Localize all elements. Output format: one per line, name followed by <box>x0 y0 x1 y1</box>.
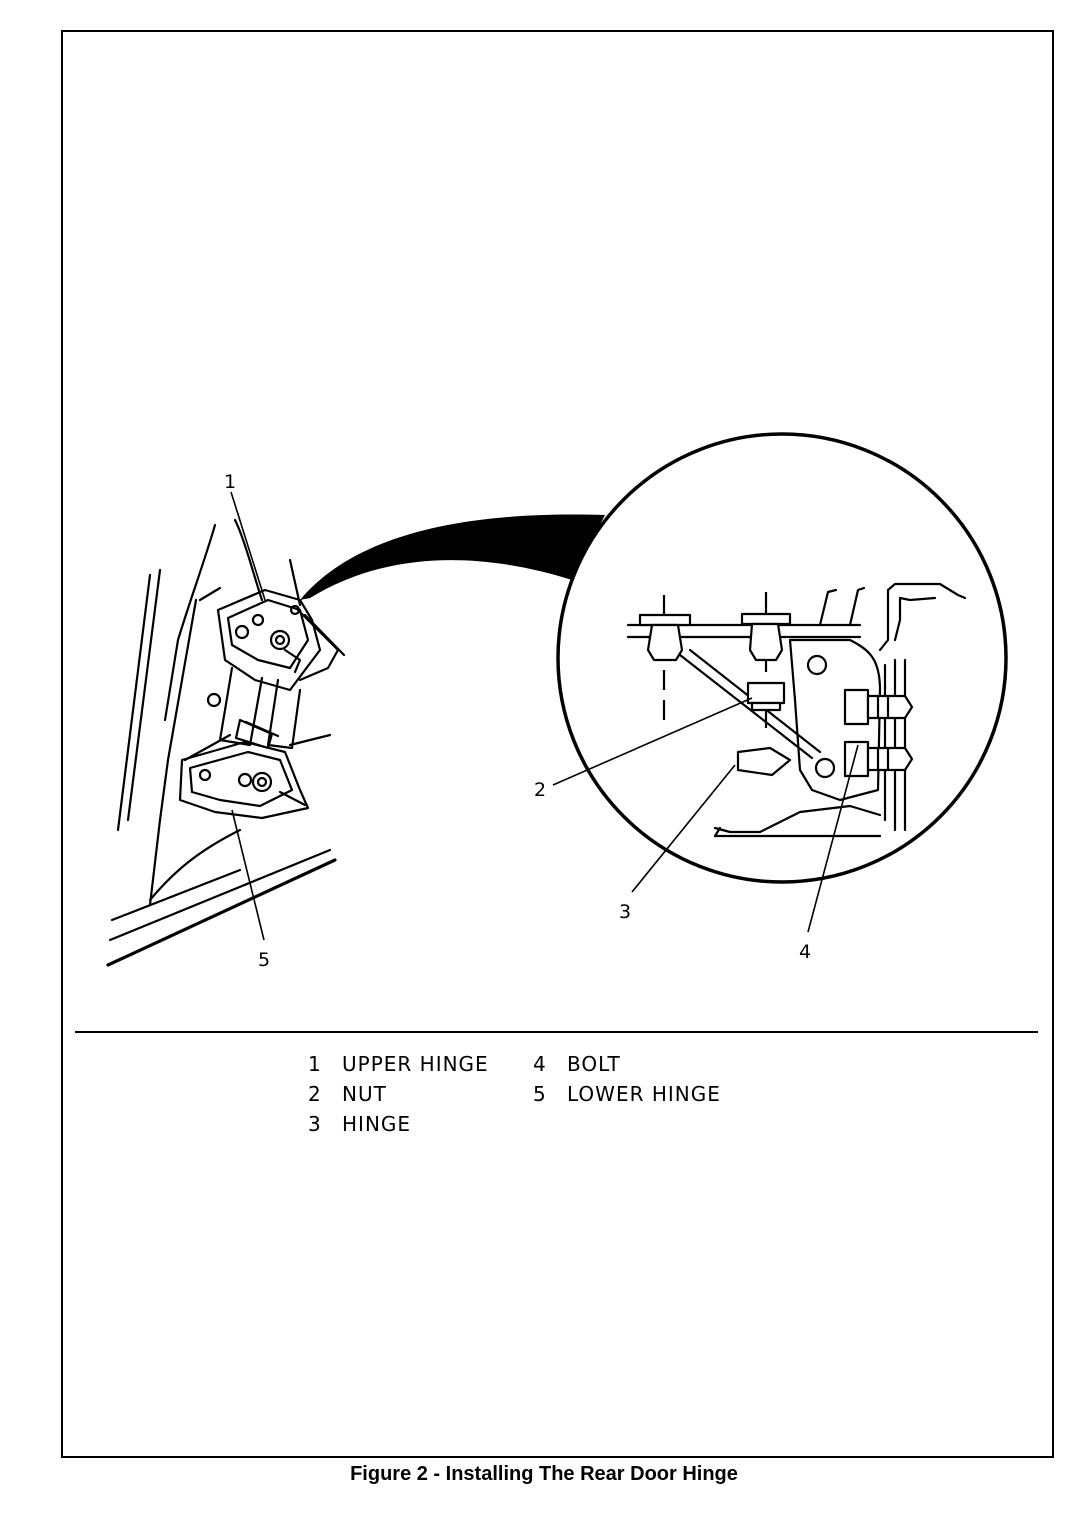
figure-caption: Figure 2 - Installing The Rear Door Hing… <box>350 1463 738 1485</box>
door-pillar-illustration <box>106 518 346 967</box>
callout-2: 2 <box>534 779 546 801</box>
callout-5: 5 <box>258 949 270 971</box>
legend-label: NUT <box>342 1082 387 1106</box>
leader-2 <box>552 697 753 786</box>
leader-3 <box>631 764 736 893</box>
detail-circle <box>556 432 1008 884</box>
leader-lines <box>230 491 859 941</box>
leader-4 <box>807 744 859 933</box>
legend-item-1: 1 UPPER HINGE <box>308 1052 489 1076</box>
legend-label: BOLT <box>567 1052 621 1076</box>
legend-item-5: 5 LOWER HINGE <box>533 1082 721 1106</box>
leader-5 <box>231 809 265 941</box>
leader-1 <box>230 491 266 601</box>
legend-number: 5 <box>533 1082 547 1106</box>
legend-label: HINGE <box>342 1112 412 1136</box>
callout-4: 4 <box>799 941 811 963</box>
legend-number: 4 <box>533 1052 547 1076</box>
legend-number: 2 <box>308 1082 322 1106</box>
figure-frame <box>61 30 1054 1458</box>
legend-item-2: 2 NUT <box>308 1082 387 1106</box>
detail-studs <box>638 592 914 778</box>
legend-label: LOWER HINGE <box>567 1082 721 1106</box>
legend-item-3: 3 HINGE <box>308 1112 411 1136</box>
legend-number: 1 <box>308 1052 322 1076</box>
legend-item-4: 4 BOLT <box>533 1052 621 1076</box>
callout-3: 3 <box>619 901 631 923</box>
magnify-sweep <box>300 514 605 600</box>
callout-1: 1 <box>224 471 236 493</box>
legend-label: UPPER HINGE <box>342 1052 489 1076</box>
legend-number: 3 <box>308 1112 322 1136</box>
